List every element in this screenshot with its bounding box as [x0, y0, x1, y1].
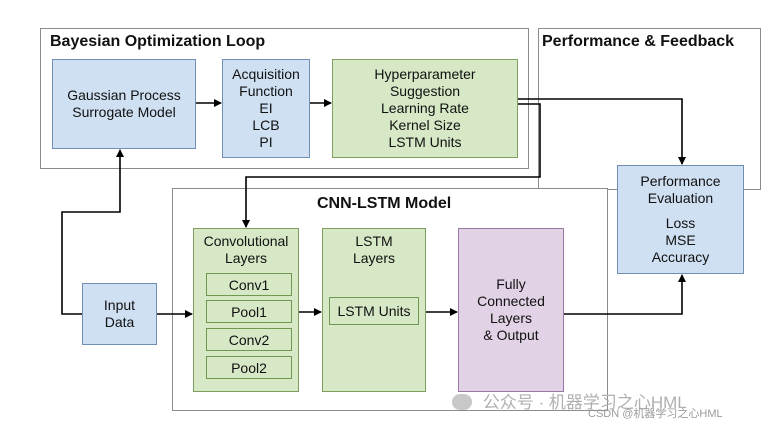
acquisition-lcb: LCB [252, 117, 280, 133]
hyper-learning-rate: Learning Rate [381, 100, 469, 116]
fc-line-4: & Output [483, 327, 539, 343]
performance-loss: Loss [665, 215, 696, 231]
performance-line-2: Evaluation [647, 190, 714, 206]
gaussian-line-1: Gaussian Process [67, 87, 181, 103]
fc-line-3: Layers [489, 310, 533, 326]
arrow-hyper-to-conv [242, 103, 541, 228]
watermark-main-text: 公众号 · 机器学习之心HML [482, 393, 687, 412]
hyper-line-2: Suggestion [389, 83, 461, 99]
fc-line-2: Connected [477, 293, 545, 309]
arrow-hyper-to-performance [518, 98, 686, 165]
conv1-layer: Conv1 [206, 273, 292, 296]
lstm-title-line-1: LSTM [355, 233, 393, 249]
performance-line-1: Performance [640, 173, 721, 189]
conv-title-line-1: Convolutional [203, 233, 289, 249]
gaussian-process-box: Gaussian Process Surrogate Model [52, 59, 196, 149]
cnn-lstm-panel-title: CNN-LSTM Model [317, 195, 452, 212]
input-line-2: Data [104, 314, 135, 330]
fully-connected-box: Fully Connected Layers & Output [458, 228, 564, 392]
pool2-layer: Pool2 [206, 356, 292, 379]
arrow-input-to-gaussian [61, 149, 124, 315]
acquisition-pi: PI [259, 134, 273, 150]
conv-title-line-2: Layers [224, 250, 268, 266]
conv2-layer: Conv2 [206, 328, 292, 351]
hyperparameter-suggestion-box: Hyperparameter Suggestion Learning Rate … [332, 59, 518, 158]
acquisition-function-box: Acquisition Function EI LCB PI [222, 59, 310, 158]
fc-line-1: Fully [496, 276, 526, 292]
performance-mse: MSE [665, 232, 696, 248]
hyper-line-1: Hyperparameter [374, 66, 476, 82]
performance-accuracy: Accuracy [651, 249, 710, 265]
input-data-box: Input Data [82, 283, 157, 345]
wechat-icon [452, 394, 472, 410]
acquisition-ei: EI [259, 100, 273, 116]
performance-panel-title: Performance & Feedback [542, 33, 735, 50]
lstm-title-line-2: Layers [352, 250, 396, 266]
acquisition-line-1: Acquisition [232, 66, 300, 82]
hyper-lstm-units: LSTM Units [388, 134, 462, 150]
arrow-fc-to-performance [564, 274, 686, 315]
watermark-csdn: CSDN @机器学习之心HML [588, 408, 723, 420]
watermark-wechat: 公众号 · 机器学习之心HML [452, 388, 687, 413]
lstm-units-layer: LSTM Units [329, 297, 419, 325]
pool1-layer: Pool1 [206, 300, 292, 323]
acquisition-line-2: Function [239, 83, 293, 99]
performance-evaluation-box: Performance Evaluation Loss MSE Accuracy [617, 165, 744, 274]
bayesian-panel-title: Bayesian Optimization Loop [50, 33, 266, 50]
gaussian-line-2: Surrogate Model [72, 104, 176, 120]
input-line-1: Input [103, 297, 136, 313]
hyper-kernel-size: Kernel Size [389, 117, 461, 133]
